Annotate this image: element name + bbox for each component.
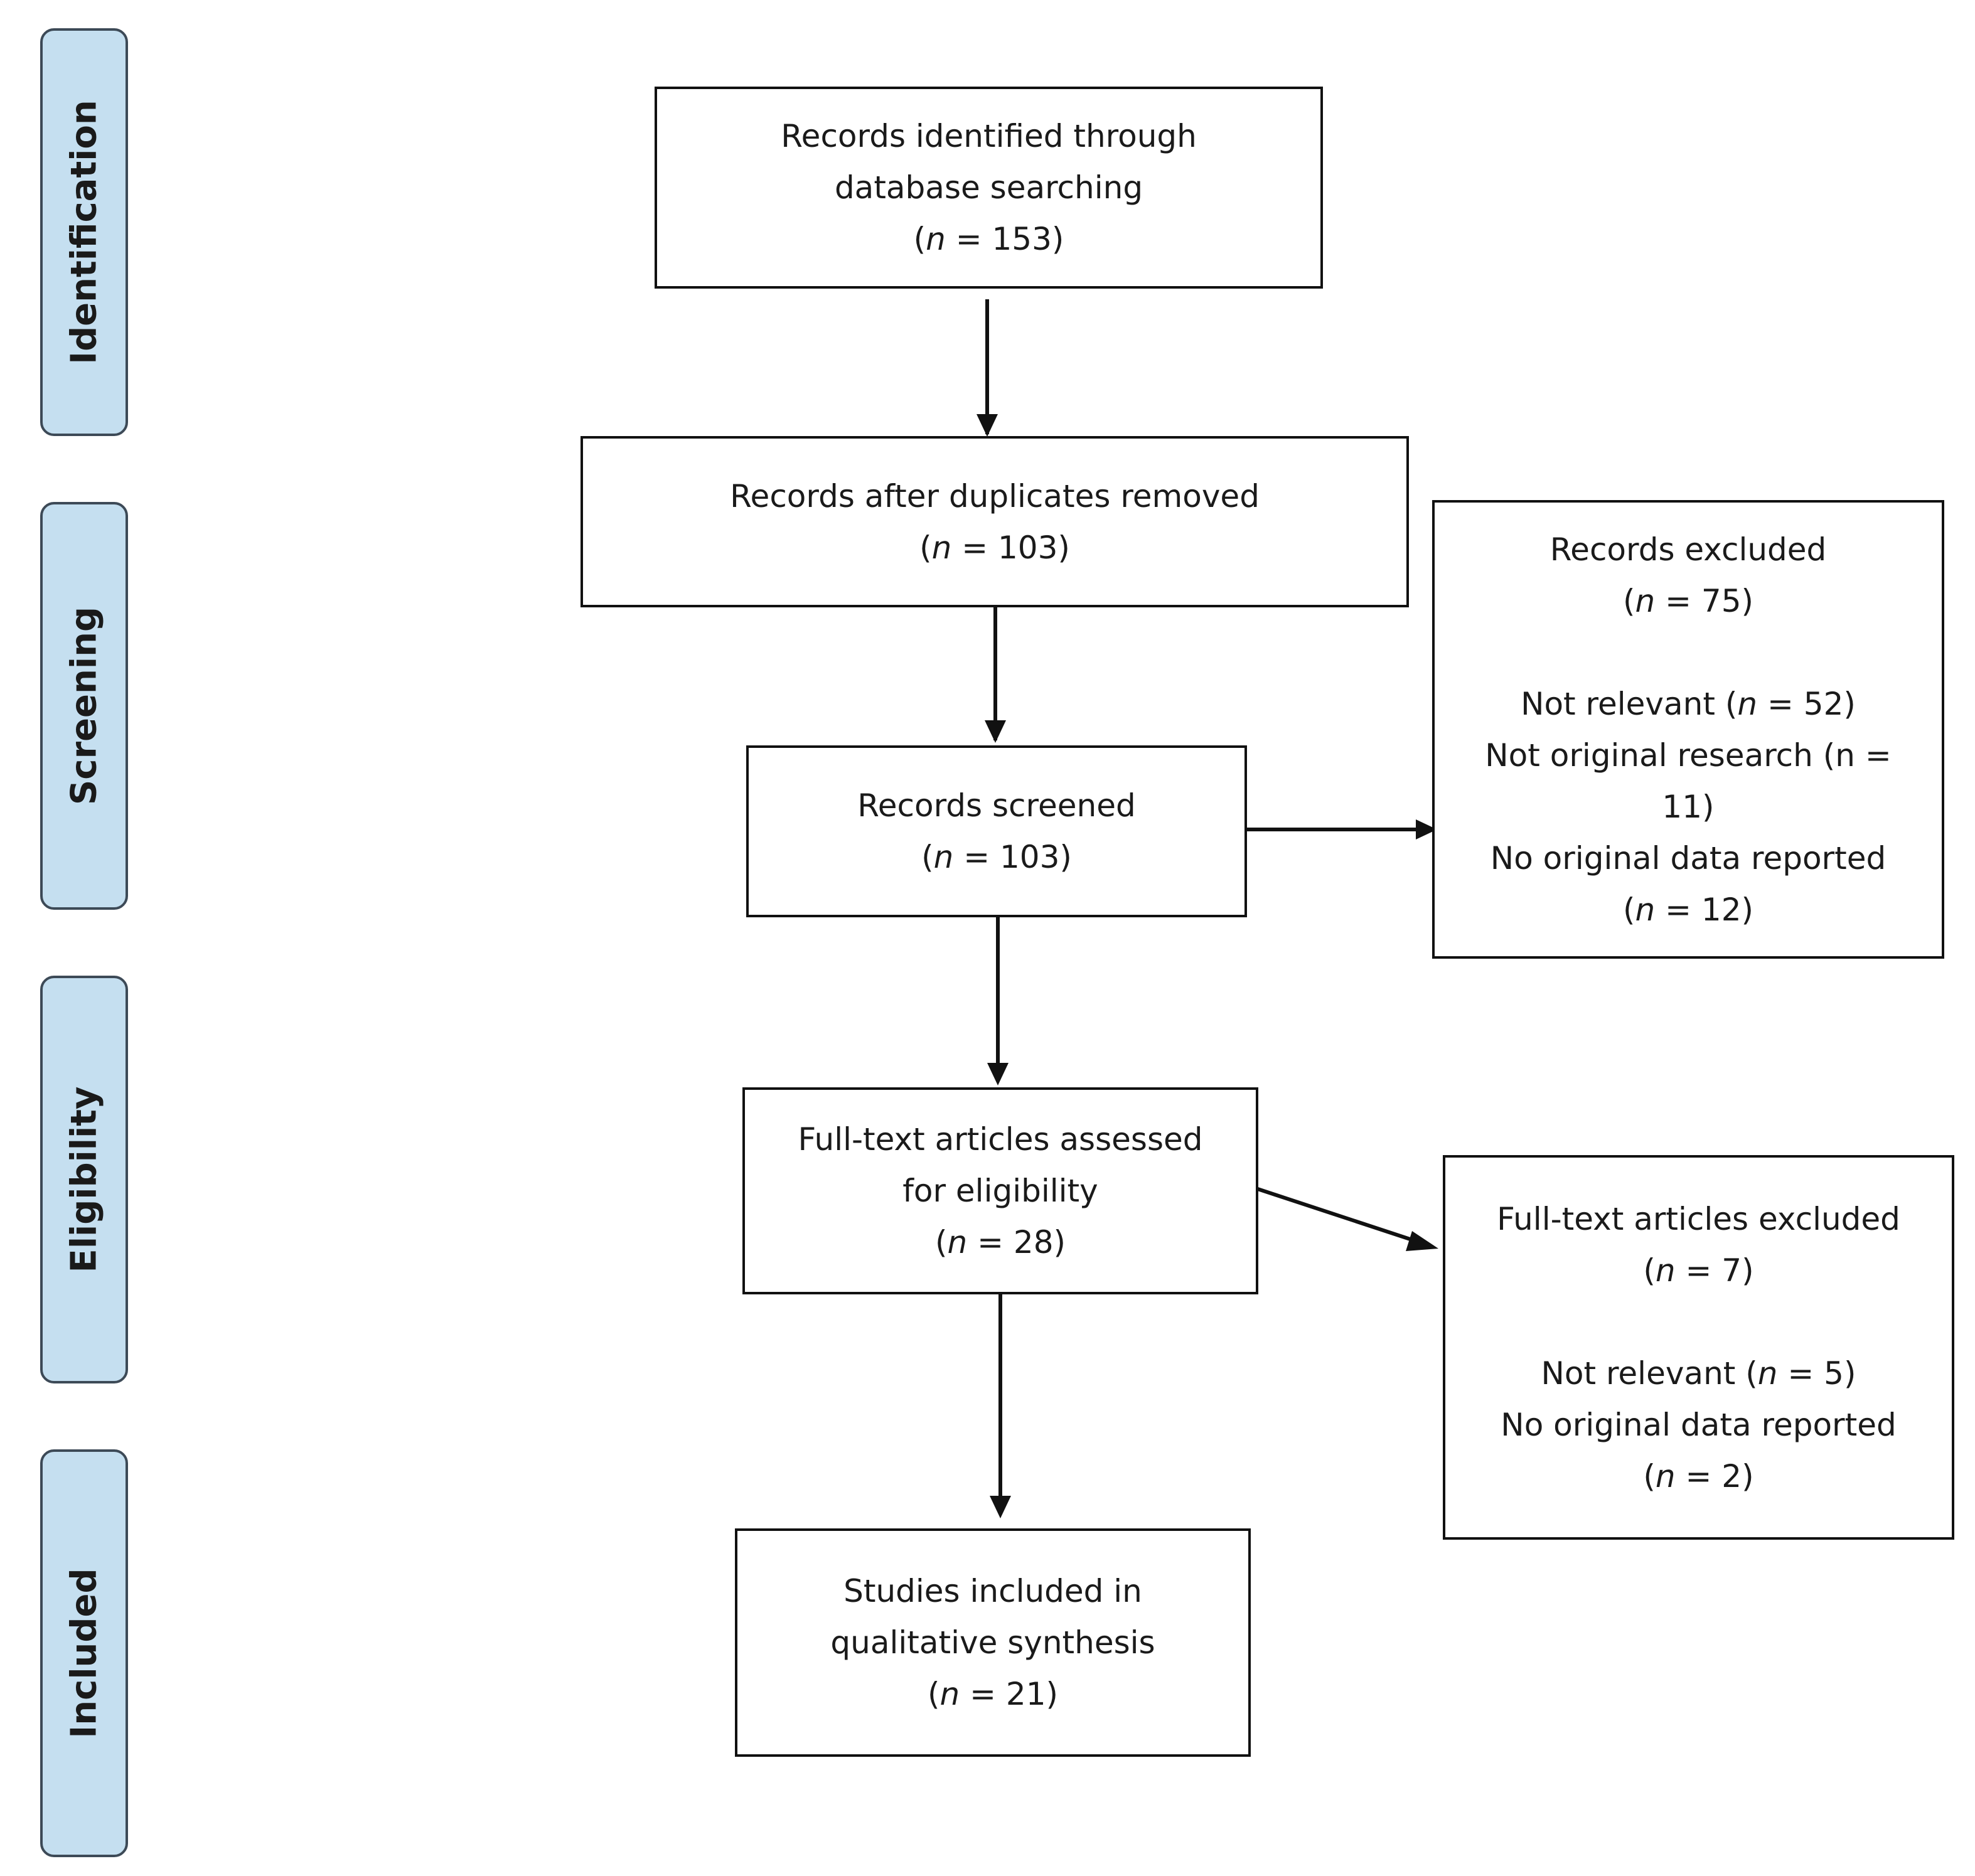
arrowhead-screened-to-fulltext [987,1063,1009,1085]
arrowhead-identified-to-duplicates [977,414,998,437]
box-records-identified-line2: database searching [834,169,1143,206]
box-records-excluded: Records excluded n = 75 Not relevant n =… [1432,500,1944,959]
box-records-excluded-count: n = 75 [1623,575,1753,627]
phase-included: Included [40,1449,128,1857]
box-fulltext-assessed-count: n = 28 [935,1217,1066,1268]
arrow-fulltext-to-excluded [1253,1186,1420,1244]
box-after-duplicates-line1: Records after duplicates removed [730,477,1260,514]
box-records-screened-line1: Records screened [857,787,1136,824]
box-records-identified-line1: Records identified through [781,118,1197,154]
arrowhead-fulltext-to-included [990,1496,1011,1518]
phase-screening: Screening [40,502,128,910]
box-studies-included-line1: Studies included in [843,1573,1142,1609]
box-studies-included-line2: qualitative synthesis [830,1624,1155,1661]
fulltext-excluded-reason-not-relevant: Not relevant n = 5 [1541,1348,1856,1399]
phase-eligibility: Eligibility [40,976,128,1383]
fulltext-excluded-reason-no-data-line1: No original data reported [1501,1406,1897,1443]
records-excluded-reason-no-data-count: n = 12 [1623,884,1753,935]
box-records-excluded-line1: Records excluded [1549,531,1827,568]
fulltext-excluded-reason-no-data-count: n = 2 [1643,1451,1753,1502]
box-fulltext-assessed-line1: Full-text articles assessed [798,1121,1203,1158]
arrowhead-screened-to-excluded [1416,819,1437,839]
records-excluded-reason-not-original-line2: 11) [1662,788,1715,825]
records-excluded-reason-no-data-line1: No original data reported [1490,839,1887,877]
arrowhead-duplicates-to-screened [985,720,1006,743]
phase-identification: Identification [40,28,128,436]
box-studies-included: Studies included in qualitative synthesi… [735,1528,1251,1757]
box-after-duplicates-count: n = 103 [919,522,1070,573]
records-excluded-reason-not-original-line1: Not original research (n = [1485,737,1892,774]
box-records-identified: Records identified through database sear… [655,87,1323,289]
box-fulltext-assessed: Full-text articles assessed for eligibil… [742,1087,1258,1294]
box-fulltext-excluded-line1: Full-text articles excluded [1497,1200,1900,1237]
box-fulltext-excluded-count: n = 7 [1643,1245,1753,1296]
box-studies-included-count: n = 21 [928,1668,1058,1720]
box-fulltext-assessed-line2: for eligibility [902,1173,1098,1209]
box-records-screened-count: n = 103 [921,831,1072,883]
box-records-identified-count: n = 153 [914,213,1064,265]
box-fulltext-excluded: Full-text articles excluded n = 7 Not re… [1443,1155,1954,1540]
records-excluded-reason-not-relevant: Not relevant n = 52 [1521,678,1856,730]
box-records-screened: Records screened n = 103 [746,745,1247,917]
arrowhead-fulltext-to-excluded [1406,1231,1438,1251]
box-records-after-duplicates: Records after duplicates removed n = 103 [581,436,1409,607]
